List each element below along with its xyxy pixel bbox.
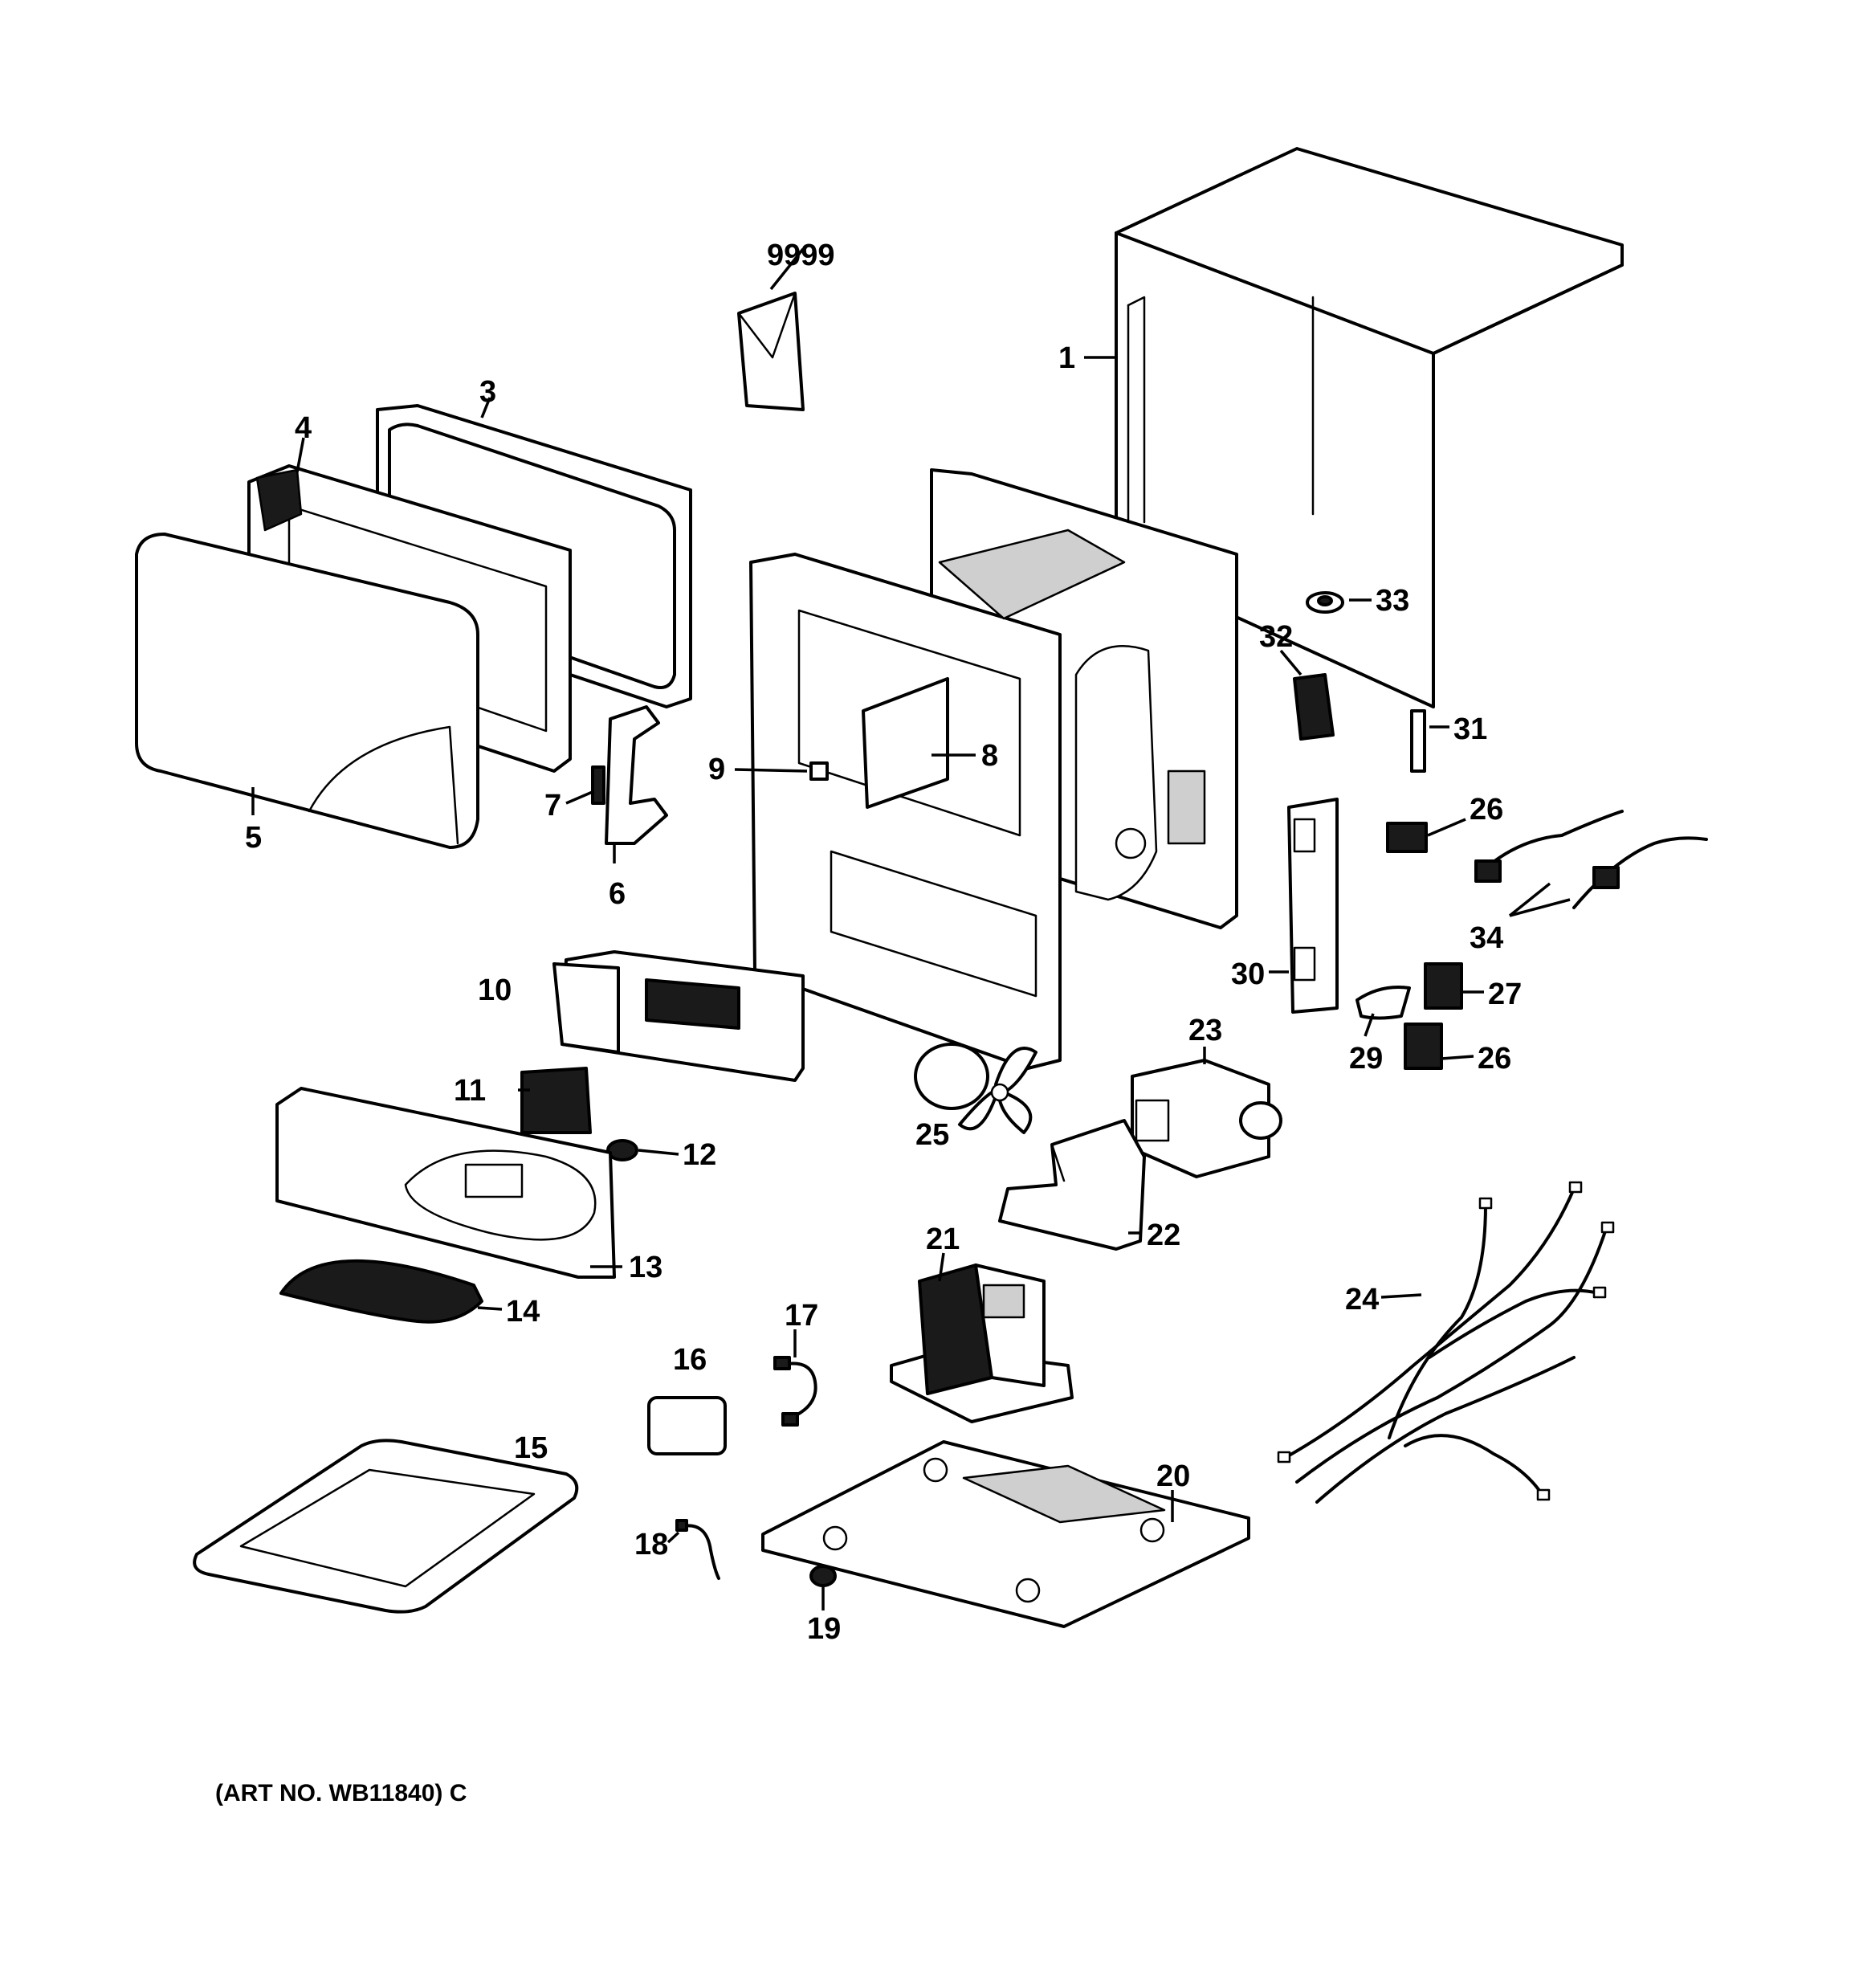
- callout-33: 33: [1376, 584, 1409, 618]
- callout-4: 4: [295, 411, 312, 445]
- callout-34: 34: [1470, 921, 1503, 955]
- power-cord-set: [1474, 810, 1708, 909]
- callout-23: 23: [1188, 1014, 1222, 1047]
- callout-15: 15: [514, 1431, 548, 1465]
- interlock-switch-upper: [1386, 822, 1428, 853]
- callout-20: 20: [1156, 1459, 1190, 1493]
- wire-harness: [1277, 1181, 1615, 1504]
- callout-11: 11: [454, 1074, 486, 1108]
- callout-1: 1: [1058, 341, 1075, 375]
- callout-9999: 9999: [767, 239, 835, 272]
- capacitor: [647, 1396, 727, 1455]
- callout-30: 30: [1231, 957, 1265, 991]
- fuse-holder: [1293, 673, 1335, 741]
- diode: [773, 1356, 817, 1427]
- callout-16: 16: [673, 1343, 707, 1377]
- callout-26-lower: 26: [1478, 1042, 1511, 1076]
- glass-tray: [193, 1439, 579, 1614]
- shield-plate: [862, 677, 949, 809]
- literature-envelope: [737, 292, 805, 411]
- callout-6: 6: [609, 877, 626, 911]
- callout-19: 19: [807, 1612, 841, 1646]
- callout-25: 25: [915, 1118, 949, 1152]
- fan-motor: [914, 1043, 1037, 1134]
- door-panel: [135, 533, 479, 849]
- magnetron: [1131, 1059, 1282, 1178]
- wire-lead: [675, 1519, 720, 1580]
- latch-spring: [591, 765, 605, 805]
- callout-10: 10: [478, 974, 512, 1007]
- callout-13: 13: [629, 1251, 662, 1284]
- base-plate: [761, 1440, 1250, 1628]
- high-voltage-transformer: [890, 1263, 1074, 1423]
- leader-lines: [251, 247, 1571, 1610]
- latch-assembly: [605, 705, 668, 845]
- thermal-cutout: [1306, 591, 1344, 614]
- callout-5: 5: [245, 821, 262, 855]
- callout-8: 8: [981, 739, 998, 773]
- callout-17: 17: [785, 1299, 818, 1333]
- waveguide: [998, 1119, 1146, 1251]
- callout-labels: 9999 1 3 4 5 6 7 8 9 10 11 12 13 14 15 1…: [245, 239, 1522, 1646]
- callout-12: 12: [683, 1138, 716, 1172]
- switch-bracket: [1287, 798, 1339, 1014]
- control-panel: [275, 1087, 616, 1279]
- control-board: [552, 950, 805, 1082]
- callout-14: 14: [506, 1295, 540, 1329]
- callout-21: 21: [926, 1223, 960, 1256]
- interlock-switch-27: [1424, 962, 1463, 1010]
- door-lever: [1355, 986, 1411, 1020]
- callout-22: 22: [1147, 1219, 1180, 1252]
- callout-32: 32: [1259, 620, 1293, 654]
- callout-26-upper: 26: [1470, 793, 1503, 827]
- callout-7: 7: [544, 789, 561, 823]
- callout-29: 29: [1349, 1042, 1383, 1076]
- callout-24: 24: [1345, 1283, 1379, 1316]
- membrane-switch: [279, 1259, 483, 1324]
- control-knob: [606, 1139, 638, 1161]
- fuse: [1410, 709, 1426, 773]
- callout-27: 27: [1488, 978, 1522, 1011]
- callout-31: 31: [1453, 712, 1487, 746]
- bumper: [809, 761, 829, 781]
- interlock-switch-lower: [1404, 1023, 1443, 1070]
- keypad-connector: [520, 1067, 592, 1134]
- callout-9: 9: [708, 753, 725, 786]
- callout-18: 18: [634, 1528, 668, 1561]
- callout-3: 3: [479, 375, 496, 409]
- art-number: (ART NO. WB11840) C: [215, 1780, 467, 1806]
